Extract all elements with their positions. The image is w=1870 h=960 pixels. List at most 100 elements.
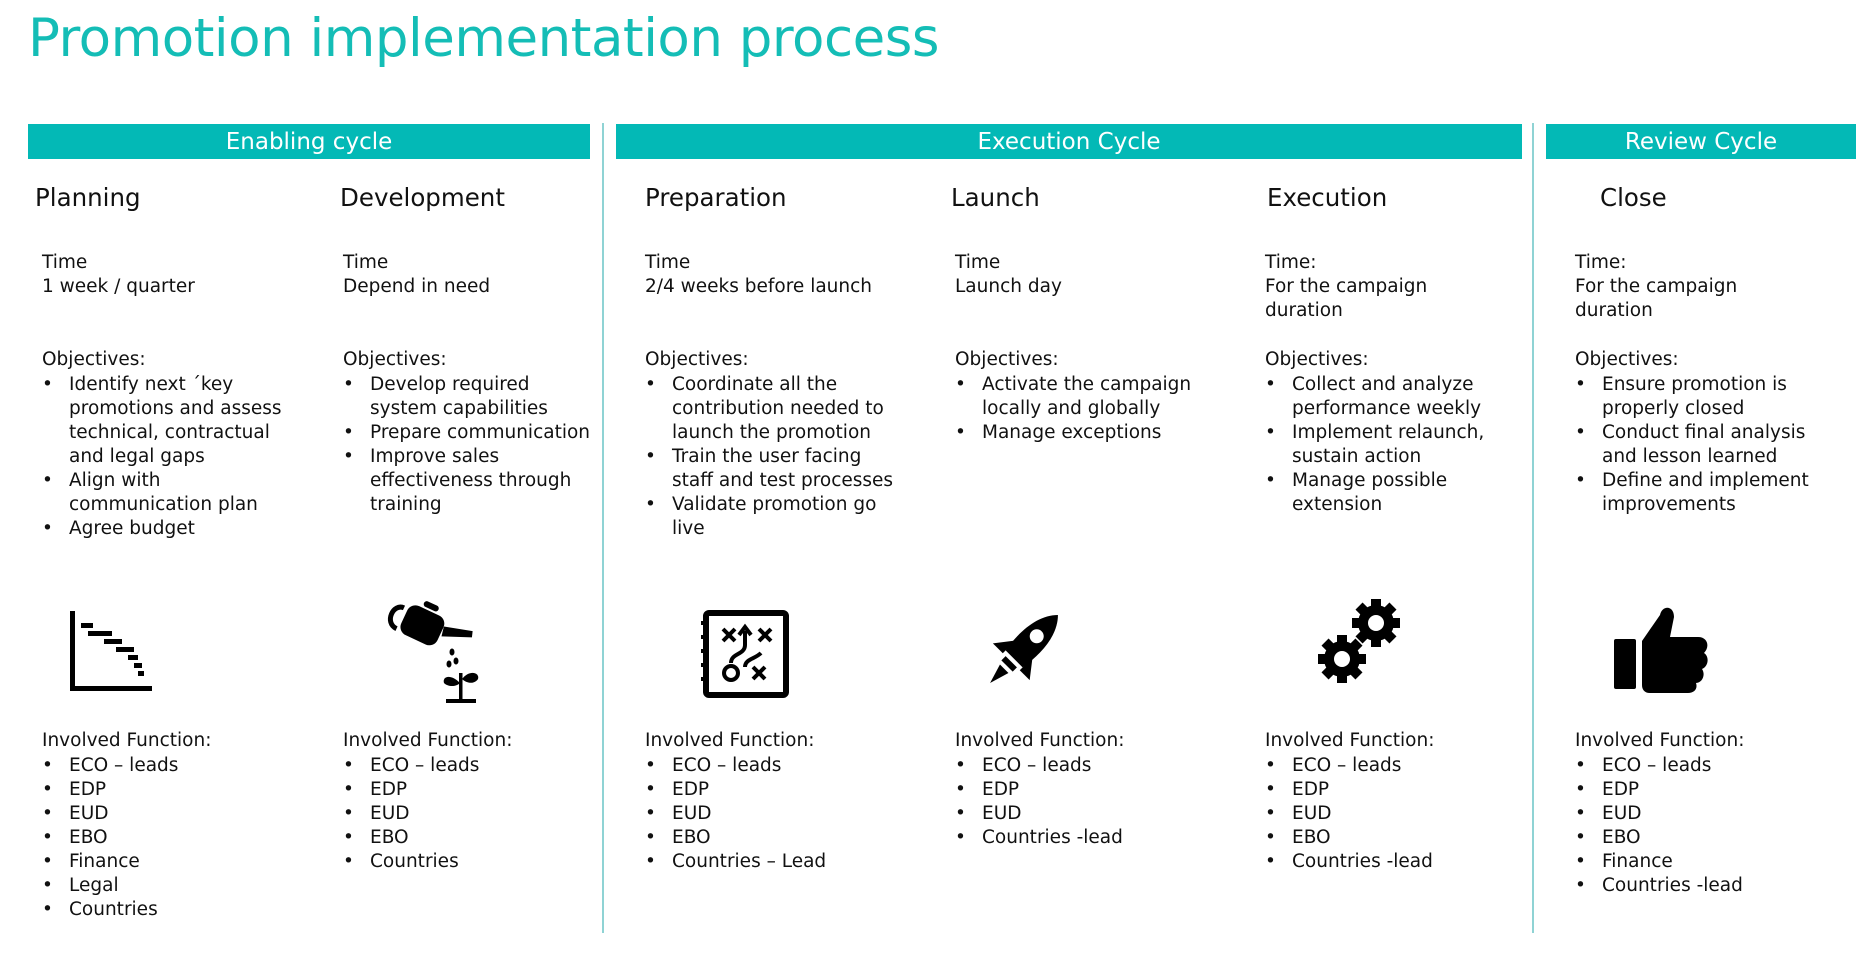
time-value: 1 week / quarter — [42, 276, 195, 297]
time-value: For the campaign duration — [1575, 276, 1738, 321]
phase-title: Development — [340, 183, 505, 212]
function-item: Finance — [42, 850, 178, 874]
time-label: Time — [343, 252, 389, 273]
function-item: EBO — [1265, 826, 1433, 850]
objectives-list: Ensure promotion is properly closed Cond… — [1575, 373, 1837, 517]
function-item: EDP — [955, 778, 1123, 802]
function-item: EDP — [1575, 778, 1743, 802]
function-item: ECO – leads — [645, 754, 826, 778]
page-title: Promotion implementation process — [28, 8, 939, 69]
functions-list: ECO – leads EDP EUD EBO Countries — [343, 754, 479, 874]
function-item: EUD — [645, 802, 826, 826]
function-item: Countries — [42, 898, 178, 922]
objectives-list: Identify next ´key promotions and assess… — [42, 373, 292, 541]
objective-item: Activate the campaign locally and global… — [955, 373, 1225, 421]
functions-list: ECO – leads EDP EUD EBO Finance Countrie… — [1575, 754, 1743, 898]
time-value: For the campaign duration — [1265, 276, 1428, 321]
objective-item: Train the user facing staff and test pro… — [645, 445, 907, 493]
objectives-heading: Objectives: — [955, 349, 1059, 370]
function-item: EBO — [1575, 826, 1743, 850]
function-item: Countries — [343, 850, 479, 874]
phase-time: Time: For the campaign duration — [1265, 251, 1505, 323]
function-item: EUD — [1265, 802, 1433, 826]
function-item: ECO – leads — [1265, 754, 1433, 778]
functions-heading: Involved Function: — [645, 730, 815, 751]
objectives-heading: Objectives: — [645, 349, 749, 370]
objectives-list: Develop required system capabilities Pre… — [343, 373, 593, 517]
functions-list: ECO – leads EDP EUD Countries -lead — [955, 754, 1123, 850]
function-item: EDP — [343, 778, 479, 802]
function-item: ECO – leads — [1575, 754, 1743, 778]
objective-item: Coordinate all the contribution needed t… — [645, 373, 907, 445]
objective-item: Ensure promotion is properly closed — [1575, 373, 1837, 421]
function-item: EDP — [42, 778, 178, 802]
phase-title: Planning — [35, 183, 141, 212]
phase-time: Time: For the campaign duration — [1575, 251, 1815, 323]
function-item: Legal — [42, 874, 178, 898]
phase-time: Time Launch day — [955, 251, 1215, 299]
objective-item: Manage possible extension — [1265, 469, 1515, 517]
function-item: Countries -lead — [955, 826, 1123, 850]
objectives-list: Collect and analyze performance weekly I… — [1265, 373, 1515, 517]
objectives-list: Coordinate all the contribution needed t… — [645, 373, 907, 541]
functions-heading: Involved Function: — [42, 730, 212, 751]
function-item: EUD — [343, 802, 479, 826]
gears-icon — [1312, 597, 1416, 707]
function-item: EDP — [1265, 778, 1433, 802]
function-item: Countries -lead — [1575, 874, 1743, 898]
rocket-icon — [972, 597, 1076, 707]
time-label: Time — [645, 252, 691, 273]
objectives-heading: Objectives: — [343, 349, 447, 370]
time-label: Time — [42, 252, 88, 273]
phase-time: Time 2/4 weeks before launch — [645, 251, 925, 299]
objective-item: Develop required system capabilities — [343, 373, 593, 421]
execution-cycle-header: Execution Cycle — [616, 124, 1522, 159]
objective-item: Manage exceptions — [955, 421, 1225, 445]
objective-item: Prepare communication — [343, 421, 593, 445]
function-item: Finance — [1575, 850, 1743, 874]
phase-title: Close — [1600, 183, 1667, 212]
function-item: EUD — [42, 802, 178, 826]
function-item: EBO — [645, 826, 826, 850]
enabling-cycle-header: Enabling cycle — [28, 124, 590, 159]
objective-item: Identify next ´key promotions and assess… — [42, 373, 292, 469]
objective-item: Improve sales effectiveness through trai… — [343, 445, 593, 517]
phase-time: Time Depend in need — [343, 251, 583, 299]
strategy-board-icon — [701, 597, 805, 707]
objective-item: Implement relaunch, sustain action — [1265, 421, 1515, 469]
objective-item: Collect and analyze performance weekly — [1265, 373, 1515, 421]
objectives-heading: Objectives: — [42, 349, 146, 370]
objective-item: Agree budget — [42, 517, 292, 541]
objective-item: Conduct final analysis and lesson learne… — [1575, 421, 1837, 469]
watering-can-plant-icon — [386, 597, 490, 707]
objective-item: Align with communication plan — [42, 469, 292, 517]
function-item: ECO – leads — [343, 754, 479, 778]
objectives-heading: Objectives: — [1265, 349, 1369, 370]
objectives-heading: Objectives: — [1575, 349, 1679, 370]
functions-heading: Involved Function: — [955, 730, 1125, 751]
function-item: Countries -lead — [1265, 850, 1433, 874]
time-label: Time: — [1575, 252, 1627, 273]
functions-heading: Involved Function: — [343, 730, 513, 751]
function-item: EUD — [1575, 802, 1743, 826]
functions-list: ECO – leads EDP EUD EBO Finance Legal Co… — [42, 754, 178, 922]
time-value: Depend in need — [343, 276, 491, 297]
phase-time: Time 1 week / quarter — [42, 251, 282, 299]
function-item: EUD — [955, 802, 1123, 826]
function-item: ECO – leads — [955, 754, 1123, 778]
functions-heading: Involved Function: — [1575, 730, 1745, 751]
gantt-chart-icon — [66, 597, 170, 707]
functions-heading: Involved Function: — [1265, 730, 1435, 751]
function-item: EDP — [645, 778, 826, 802]
functions-list: ECO – leads EDP EUD EBO Countries -lead — [1265, 754, 1433, 874]
function-item: EBO — [42, 826, 178, 850]
cycle-divider — [1532, 123, 1534, 933]
objective-item: Define and implement improvements — [1575, 469, 1837, 517]
function-item: EBO — [343, 826, 479, 850]
objective-item: Validate promotion go live — [645, 493, 907, 541]
time-value: Launch day — [955, 276, 1062, 297]
phase-title: Execution — [1267, 183, 1388, 212]
thumbs-up-icon — [1612, 597, 1716, 707]
objectives-list: Activate the campaign locally and global… — [955, 373, 1225, 445]
functions-list: ECO – leads EDP EUD EBO Countries – Lead — [645, 754, 826, 874]
